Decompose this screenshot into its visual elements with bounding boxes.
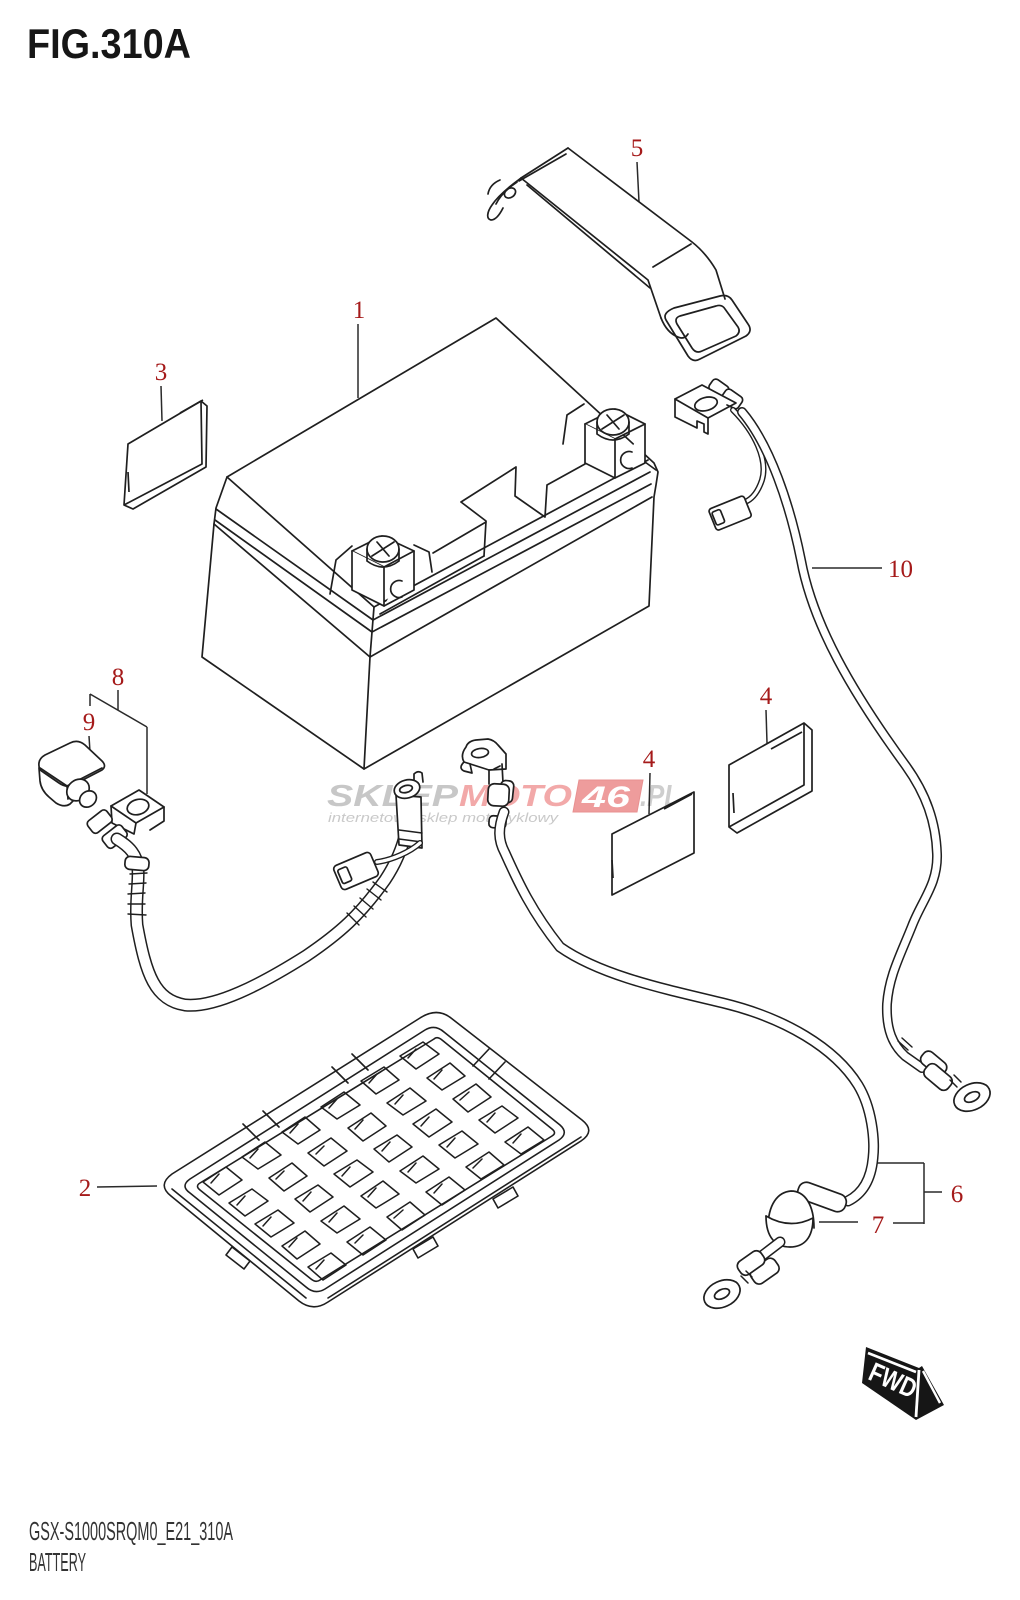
svg-text:1: 1 <box>353 297 366 324</box>
svg-text:SKLEP: SKLEP <box>327 778 458 813</box>
svg-text:9: 9 <box>83 709 96 736</box>
svg-text:8: 8 <box>112 664 125 691</box>
svg-text:2: 2 <box>79 1175 92 1202</box>
svg-text:internetowy sklep motocyklowy: internetowy sklep motocyklowy <box>328 810 560 825</box>
svg-text:BATTERY: BATTERY <box>29 1547 86 1577</box>
svg-text:4: 4 <box>643 746 656 773</box>
svg-text:FIG.310A: FIG.310A <box>27 20 191 67</box>
svg-text:7: 7 <box>872 1212 885 1239</box>
svg-text:3: 3 <box>155 359 168 386</box>
svg-text:46: 46 <box>581 781 631 814</box>
svg-text:10: 10 <box>888 556 913 583</box>
svg-text:5: 5 <box>631 135 644 162</box>
svg-text:GSX-S1000SRQM0_E21_310A: GSX-S1000SRQM0_E21_310A <box>29 1516 233 1546</box>
svg-text:4: 4 <box>760 683 773 710</box>
svg-text:MOTO: MOTO <box>459 778 572 813</box>
svg-text:6: 6 <box>951 1181 964 1208</box>
